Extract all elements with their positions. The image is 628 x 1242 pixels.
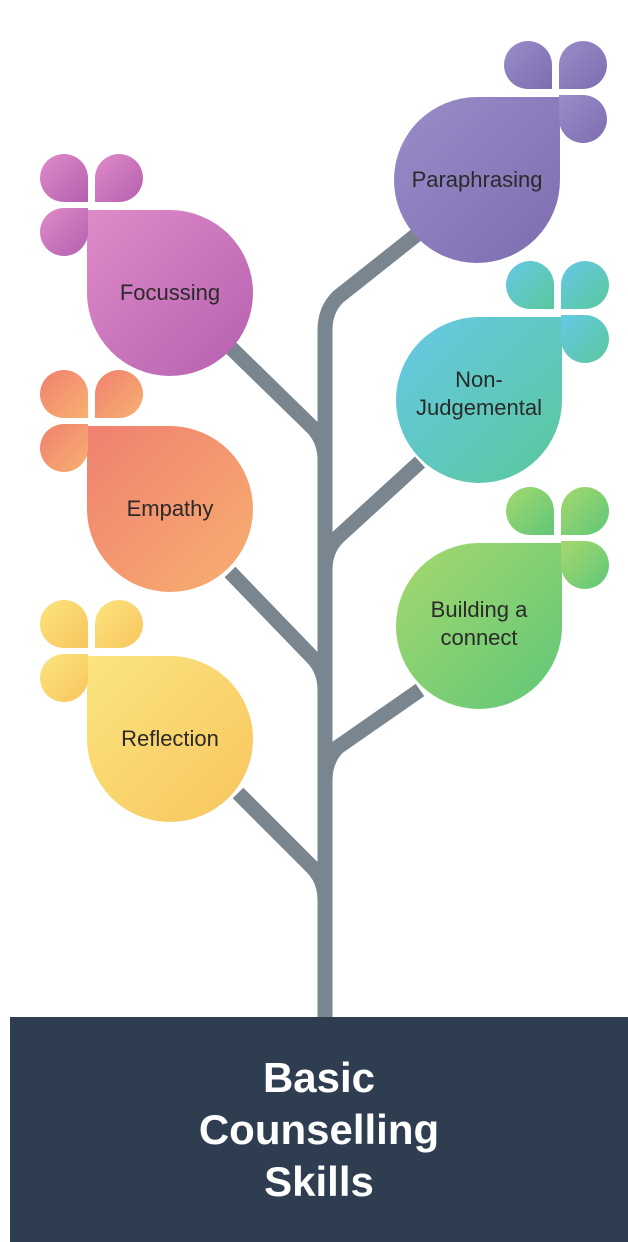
petal-focussing-2 <box>95 154 143 202</box>
node-label-paraphrasing: Paraphrasing <box>411 167 543 192</box>
leaf-body-reflection <box>87 656 253 822</box>
petal-reflection-2 <box>95 600 143 648</box>
leaf-body-paraphrasing <box>394 97 560 263</box>
petal-non-judgemental-3 <box>561 315 609 363</box>
tree-leaves <box>40 41 609 822</box>
petal-paraphrasing-2 <box>559 41 607 89</box>
leaf-non-judgemental <box>396 261 609 483</box>
petal-non-judgemental-1 <box>506 261 554 309</box>
petal-focussing-1 <box>40 154 88 202</box>
petal-paraphrasing-3 <box>559 95 607 143</box>
leaf-focussing <box>40 154 253 376</box>
petal-building-a-connect-2 <box>561 487 609 535</box>
leaf-paraphrasing <box>394 41 607 263</box>
petal-non-judgemental-2 <box>561 261 609 309</box>
leaf-body-non-judgemental <box>396 317 562 483</box>
petal-reflection-3 <box>40 654 88 702</box>
diagram-title: Basic Counselling Skills <box>198 1053 440 1205</box>
trunk <box>232 787 333 1020</box>
node-label-reflection: Reflection <box>121 726 219 751</box>
branch-focussing <box>317 226 425 460</box>
petal-empathy-2 <box>95 370 143 418</box>
petal-empathy-3 <box>40 424 88 472</box>
node-label-non-judgemental: Non- Judgemental <box>416 367 542 420</box>
branch-reflection-join <box>317 683 425 900</box>
leaf-empathy <box>40 370 253 592</box>
petal-reflection-1 <box>40 600 88 648</box>
node-label-building-a-connect: Building a connect <box>430 597 528 650</box>
node-label-empathy: Empathy <box>126 496 214 521</box>
leaf-body-focussing <box>87 210 253 376</box>
leaf-body-building-a-connect <box>396 543 562 709</box>
petal-paraphrasing-1 <box>504 41 552 89</box>
petal-building-a-connect-3 <box>561 541 609 589</box>
leaf-building-a-connect <box>396 487 609 709</box>
node-label-focussing: Focussing <box>119 280 221 305</box>
footer-banner: Basic Counselling Skills <box>10 1017 628 1242</box>
leaf-reflection <box>40 600 253 822</box>
petal-focussing-3 <box>40 208 88 256</box>
petal-empathy-1 <box>40 370 88 418</box>
tree-branches <box>222 226 426 1020</box>
petal-building-a-connect-1 <box>506 487 554 535</box>
leaf-body-empathy <box>87 426 253 592</box>
